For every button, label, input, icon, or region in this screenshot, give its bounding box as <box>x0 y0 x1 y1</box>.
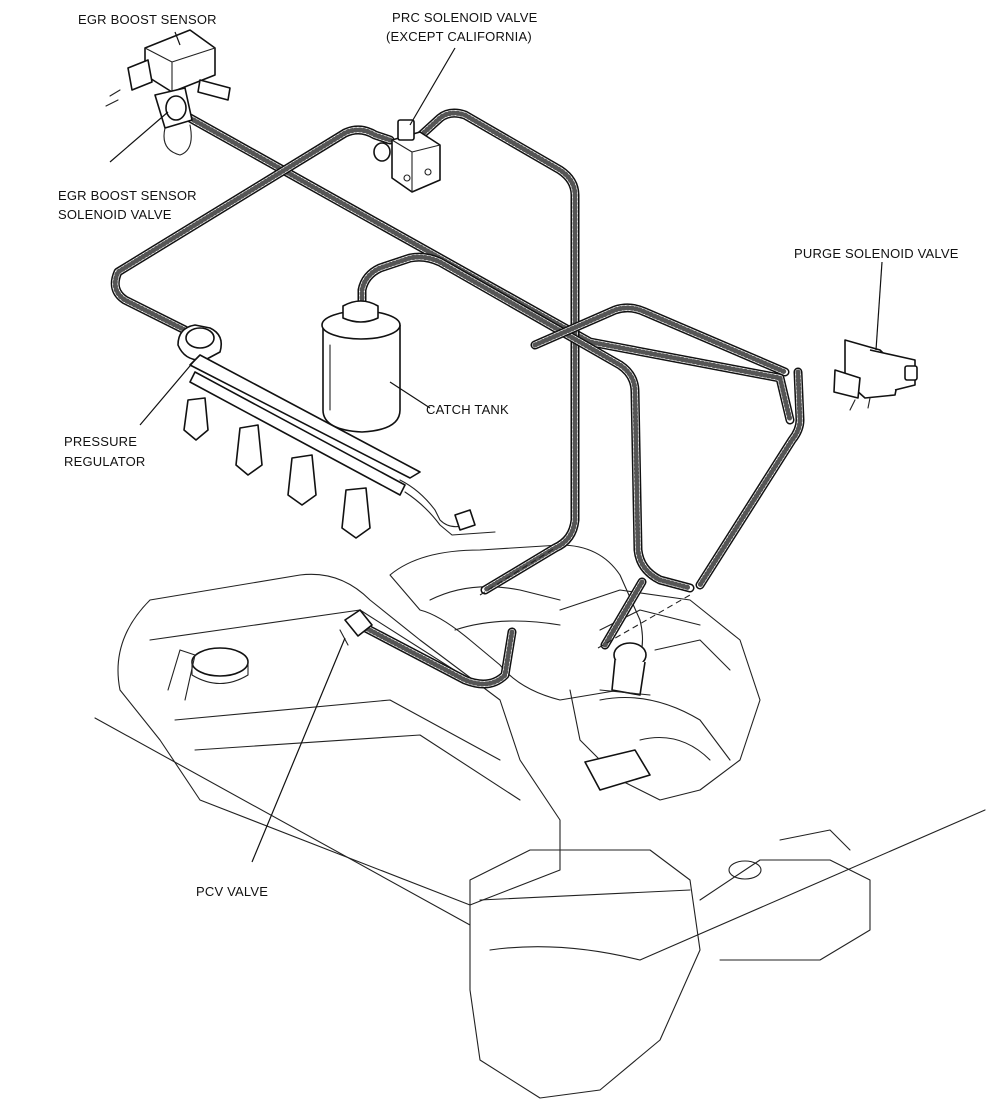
purge-solenoid-valve <box>833 339 918 411</box>
leader-lines <box>109 31 883 863</box>
label-prc-solenoid-valve: PRC SOLENOID VALVE <box>392 10 538 25</box>
egr-boost-sensor-solenoid-valve <box>154 87 193 156</box>
label-egr-boost-sensor-solenoid-2: SOLENOID VALVE <box>58 207 172 222</box>
engine-outline <box>94 544 986 1099</box>
callout-labels: EGR BOOST SENSOR PRC SOLENOID VALVE (EXC… <box>58 10 959 899</box>
label-purge-solenoid-valve: PURGE SOLENOID VALVE <box>794 246 959 261</box>
pcv-valve <box>339 609 373 646</box>
label-pcv-valve: PCV VALVE <box>196 884 268 899</box>
egr-boost-sensor <box>105 29 231 107</box>
fuel-rail-assembly <box>177 324 496 539</box>
label-pressure-regulator-2: REGULATOR <box>64 454 146 469</box>
catch-tank <box>321 300 401 433</box>
label-egr-boost-sensor: EGR BOOST SENSOR <box>78 12 217 27</box>
egr-valve <box>599 642 651 696</box>
label-prc-solenoid-valve-note: (EXCEPT CALIFORNIA) <box>386 29 532 44</box>
label-pressure-regulator: PRESSURE <box>64 434 137 449</box>
label-catch-tank: CATCH TANK <box>426 402 509 417</box>
vacuum-hoses <box>110 108 805 689</box>
label-egr-boost-sensor-solenoid: EGR BOOST SENSOR <box>58 188 197 203</box>
